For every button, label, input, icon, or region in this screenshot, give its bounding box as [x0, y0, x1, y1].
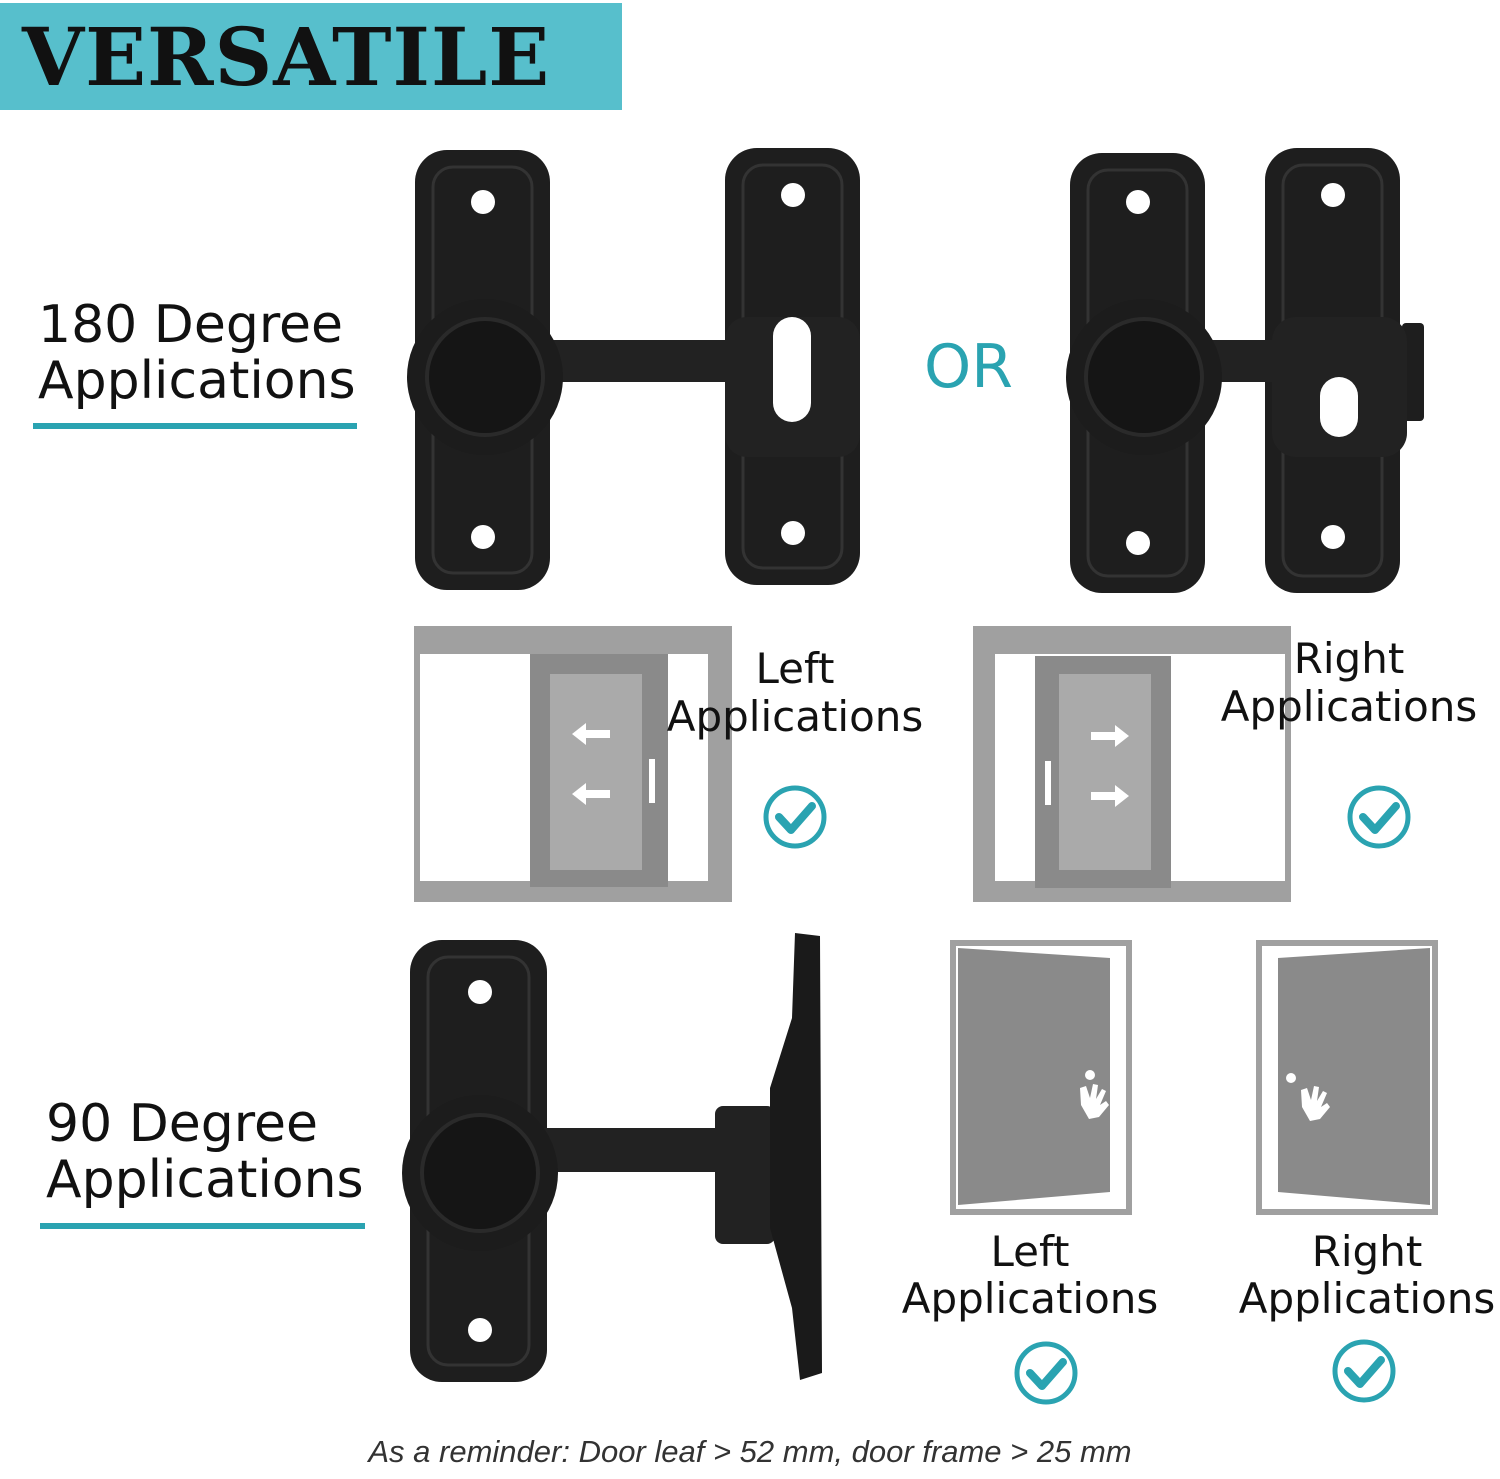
- latch-90-image: [402, 933, 822, 1382]
- slide-right-label-line1: Right: [1293, 634, 1405, 683]
- section-180-label-line2: Applications: [38, 351, 356, 411]
- latch-180-image: [407, 148, 860, 590]
- check-circle-icon: [1346, 784, 1412, 850]
- arrow-left-icon: [572, 723, 610, 805]
- slide-right-label-line2: Applications: [1220, 682, 1478, 731]
- or-label: OR: [924, 332, 1013, 402]
- section-180-label-line1: 180 Degree: [38, 295, 344, 355]
- sliding-door-left-diagram: [414, 626, 732, 902]
- section-90-label-line2: Applications: [46, 1150, 364, 1210]
- check-circle-icon: [762, 784, 828, 850]
- hand-icon: [1080, 1084, 1109, 1119]
- dimension-reminder: As a reminder: Door leaf > 52 mm, door f…: [368, 1434, 1132, 1469]
- title-banner: [0, 3, 622, 110]
- swing-door-left-diagram: [950, 940, 1132, 1215]
- swing-right-label-line2: Applications: [1238, 1274, 1496, 1323]
- sliding-door-right-diagram: [973, 626, 1291, 902]
- check-circle-icon: [1331, 1338, 1397, 1404]
- swing-left-label-line1: Left: [990, 1227, 1070, 1276]
- section-90-label-line1: 90 Degree: [46, 1094, 318, 1154]
- swing-right-label-line1: Right: [1311, 1227, 1423, 1276]
- page-title: VERSATILE: [22, 10, 551, 104]
- section-90-underline: [40, 1223, 365, 1229]
- slide-left-label-line2: Applications: [666, 692, 924, 741]
- slide-left-label-line1: Left: [755, 644, 835, 693]
- latch-180-alt-image: [1066, 148, 1424, 593]
- check-circle-icon: [1013, 1340, 1079, 1406]
- arrow-right-icon: [1091, 725, 1129, 807]
- swing-left-label-line2: Applications: [901, 1274, 1159, 1323]
- swing-door-right-diagram: [1256, 940, 1438, 1215]
- hand-icon: [1301, 1086, 1330, 1121]
- section-180-underline: [33, 423, 357, 429]
